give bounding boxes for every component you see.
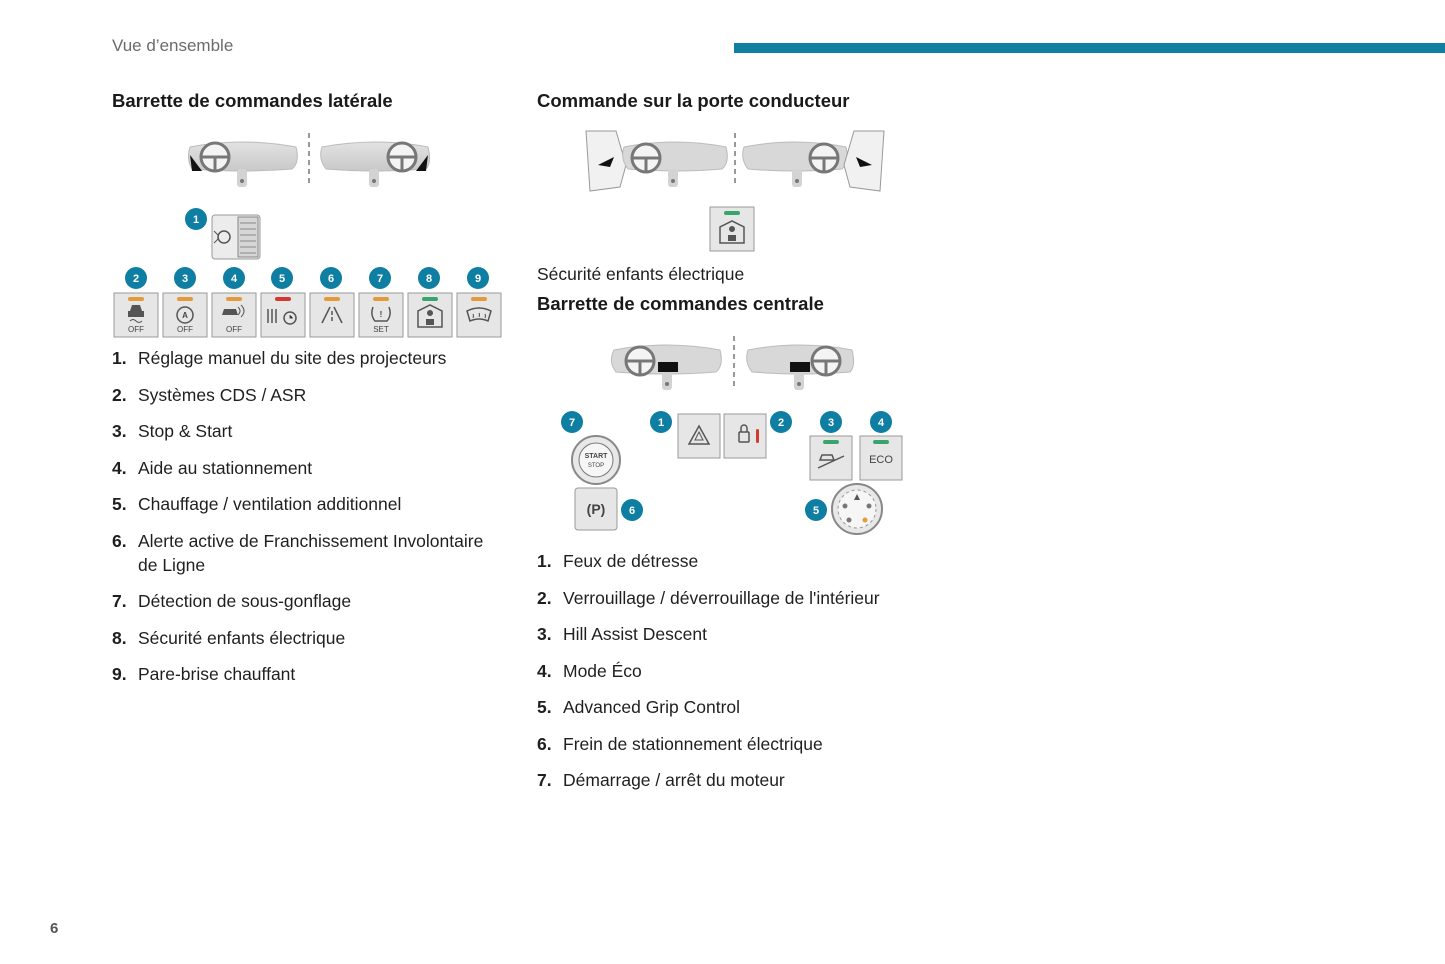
- section-label: Vue d’ensemble: [112, 36, 234, 55]
- svg-text:OFF: OFF: [226, 325, 242, 334]
- switch-parking-aid-icon: OFF: [211, 292, 257, 338]
- svg-text:9: 9: [475, 273, 481, 285]
- svg-text:3: 3: [828, 417, 834, 429]
- svg-text:SET: SET: [373, 325, 389, 334]
- switch-additional-heating-icon: [260, 292, 306, 338]
- door-section-title: Commande sur la porte conducteur: [537, 90, 850, 111]
- svg-text:4: 4: [231, 273, 238, 285]
- svg-text:STOP: STOP: [588, 463, 604, 469]
- left-legend-list: 1.Réglage manuel du site des projecteurs…: [112, 346, 507, 686]
- lateral-control-diagram: 1 2 3 4 5 6 7 8 9 OFF A OFF OFF: [113, 133, 502, 338]
- hazard-lights-switch-icon: [677, 413, 721, 459]
- callout-bubble-4: 4: [223, 267, 245, 289]
- callout-bubble-5: 5: [805, 499, 827, 521]
- switch-stop-start-icon: A OFF: [162, 292, 208, 338]
- svg-text:5: 5: [813, 505, 819, 517]
- callout-bubble-7: 7: [561, 411, 583, 433]
- svg-text:OFF: OFF: [128, 325, 144, 334]
- callout-bubble-4: 4: [870, 411, 892, 433]
- list-item: 7.Démarrage / arrêt du moteur: [537, 770, 785, 790]
- callout-bubble-1: 1: [650, 411, 672, 433]
- svg-text:7: 7: [377, 273, 383, 285]
- list-item: 9.Pare-brise chauffant: [112, 664, 296, 684]
- center-dashboard-rhd-illustration: [746, 344, 855, 390]
- svg-text:5: 5: [279, 273, 285, 285]
- center-dashboard-lhd-illustration: [610, 344, 722, 390]
- callout-bubble-2: 2: [770, 411, 792, 433]
- switch-child-lock-icon: [407, 292, 453, 338]
- svg-text:6: 6: [629, 505, 635, 517]
- svg-text:3: 3: [182, 273, 188, 285]
- list-item: 5.Chauffage / ventilation additionnel: [112, 494, 402, 514]
- eco-mode-switch-icon: ECO: [859, 435, 903, 481]
- svg-text:7: 7: [569, 417, 575, 429]
- dashboard-lhd-illustration: [187, 141, 298, 187]
- door-rhd-illustration: [742, 130, 885, 192]
- grip-control-dial-icon: [831, 483, 883, 535]
- left-section-title: Barrette de commandes latérale: [112, 90, 393, 111]
- callout-bubble-3: 3: [820, 411, 842, 433]
- list-item: 6.Frein de stationnement électrique: [537, 733, 823, 754]
- callout-bubble-6: 6: [320, 267, 342, 289]
- list-item: 1.Réglage manuel du site des projecteurs: [112, 348, 447, 368]
- list-item: 7.Détection de sous-gonflage: [112, 591, 352, 611]
- svg-text:2: 2: [778, 417, 784, 429]
- svg-text:ECO: ECO: [869, 454, 893, 466]
- switch-heated-windscreen-icon: [456, 292, 502, 338]
- dashboard-rhd-illustration: [320, 141, 431, 187]
- list-item: 3.Hill Assist Descent: [537, 624, 707, 644]
- svg-text:4: 4: [878, 417, 885, 429]
- center-control-diagram: 7 START STOP (P) 6 1 2 3 4 ECO 5: [561, 336, 903, 535]
- list-item: 2.Systèmes CDS / ASR: [112, 384, 307, 405]
- right-legend-list: 1.Feux de détresse 2.Verrouillage / déve…: [537, 549, 937, 792]
- list-item: 4.Mode Éco: [537, 660, 642, 681]
- center-section-title: Barrette de commandes centrale: [537, 293, 824, 314]
- switch-lane-departure-icon: [309, 292, 355, 338]
- central-locking-switch-icon: [723, 413, 767, 459]
- svg-text:6: 6: [328, 273, 334, 285]
- callout-bubble-8: 8: [418, 267, 440, 289]
- callout-bubble-2: 2: [125, 267, 147, 289]
- list-item: 1.Feux de détresse: [537, 551, 699, 571]
- parking-brake-switch-icon: (P): [574, 487, 618, 531]
- list-item: 6.Alerte active de Franchissement Involo…: [112, 530, 484, 575]
- door-caption: Sécurité enfants électrique: [537, 264, 745, 284]
- svg-text:1: 1: [658, 417, 664, 429]
- callout-bubble-9: 9: [467, 267, 489, 289]
- svg-text:8: 8: [426, 273, 432, 285]
- header-accent-bar: [734, 43, 1445, 53]
- callout-bubble-7: 7: [369, 267, 391, 289]
- callout-bubble-1: 1: [185, 208, 207, 230]
- switch-tyre-pressure-icon: ! SET: [358, 292, 404, 338]
- svg-text:A: A: [182, 311, 188, 320]
- switch-cds-asr-icon: OFF: [113, 292, 159, 338]
- door-lhd-illustration: [585, 130, 728, 192]
- callout-bubble-3: 3: [174, 267, 196, 289]
- hill-assist-descent-switch-icon: [809, 435, 853, 481]
- list-item: 8.Sécurité enfants électrique: [112, 627, 346, 648]
- svg-text:OFF: OFF: [177, 325, 193, 334]
- list-item: 2.Verrouillage / déverrouillage de l'int…: [537, 587, 880, 608]
- start-stop-button-icon: START STOP: [571, 435, 621, 485]
- callout-bubble-6: 6: [621, 499, 643, 521]
- svg-text:(P): (P): [587, 501, 606, 517]
- svg-text:!: !: [380, 310, 383, 319]
- headlamp-adjuster-icon: [211, 214, 261, 260]
- list-item: 3.Stop & Start: [112, 421, 233, 441]
- svg-text:1: 1: [193, 214, 199, 226]
- list-item: 5.Advanced Grip Control: [537, 697, 741, 717]
- driver-door-diagram: [585, 130, 885, 252]
- svg-text:2: 2: [133, 273, 139, 285]
- page-number: 6: [50, 920, 59, 937]
- svg-text:START: START: [585, 453, 609, 460]
- callout-bubble-5: 5: [271, 267, 293, 289]
- door-child-lock-switch-icon: [709, 206, 755, 252]
- list-item: 4.Aide au stationnement: [112, 457, 313, 478]
